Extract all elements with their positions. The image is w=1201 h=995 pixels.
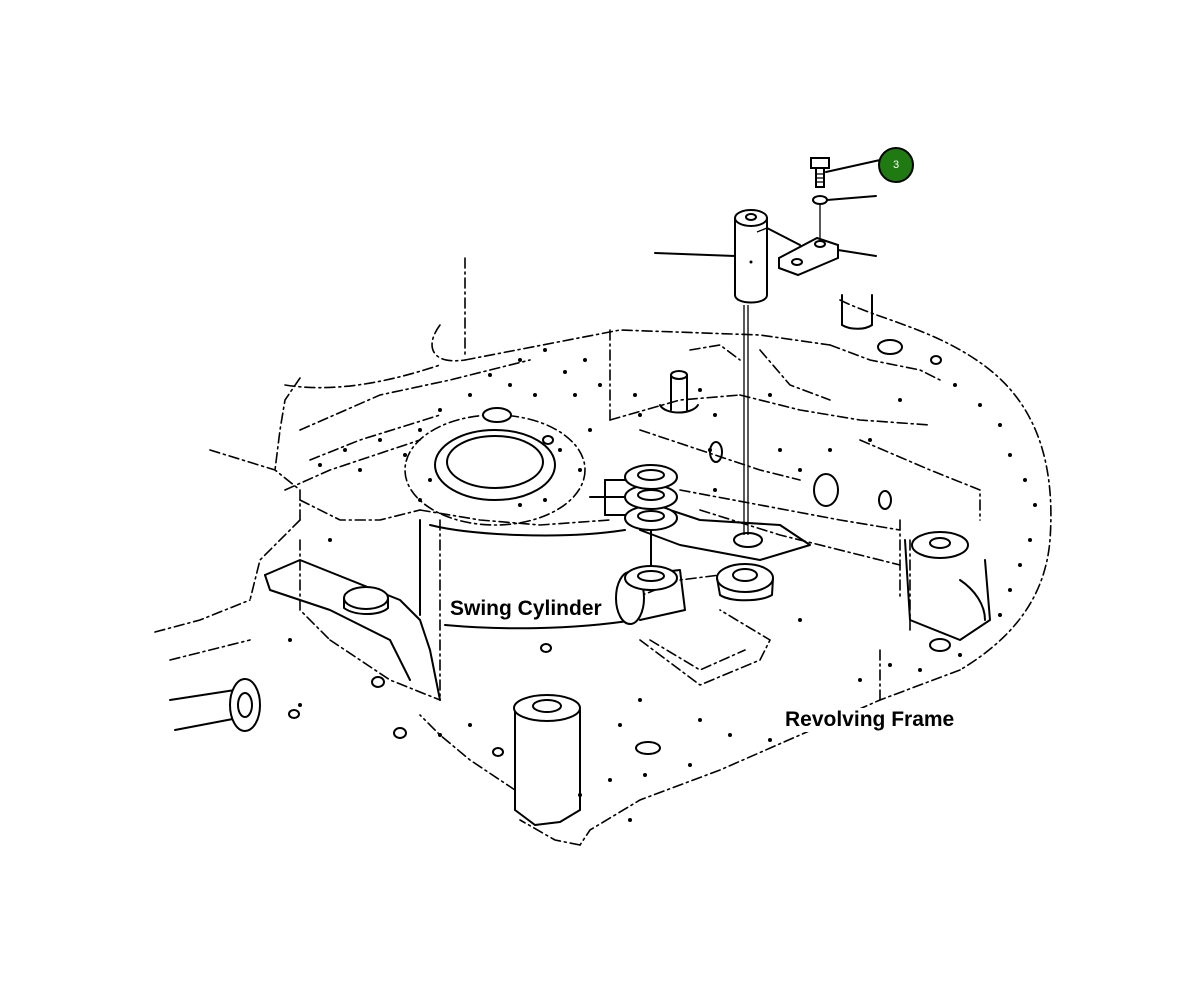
exploded-pin-assembly [654, 157, 881, 535]
revolving-frame-label: Revolving Frame [783, 708, 957, 732]
callout-3-badge[interactable]: 3 [878, 147, 914, 183]
swing-bracket-plate [639, 499, 811, 602]
left-arm [169, 559, 441, 732]
hole-features [288, 355, 951, 757]
shim-stack [589, 464, 678, 591]
right-bracket [904, 531, 991, 641]
rivet-dots [288, 348, 1037, 822]
revolving-frame-outline [154, 257, 1052, 846]
swing-cylinder-label: Swing Cylinder [448, 597, 604, 621]
small-pin [659, 370, 699, 414]
upper-right-post [841, 294, 903, 355]
swing-bearing [404, 407, 586, 526]
front-post [513, 694, 581, 826]
